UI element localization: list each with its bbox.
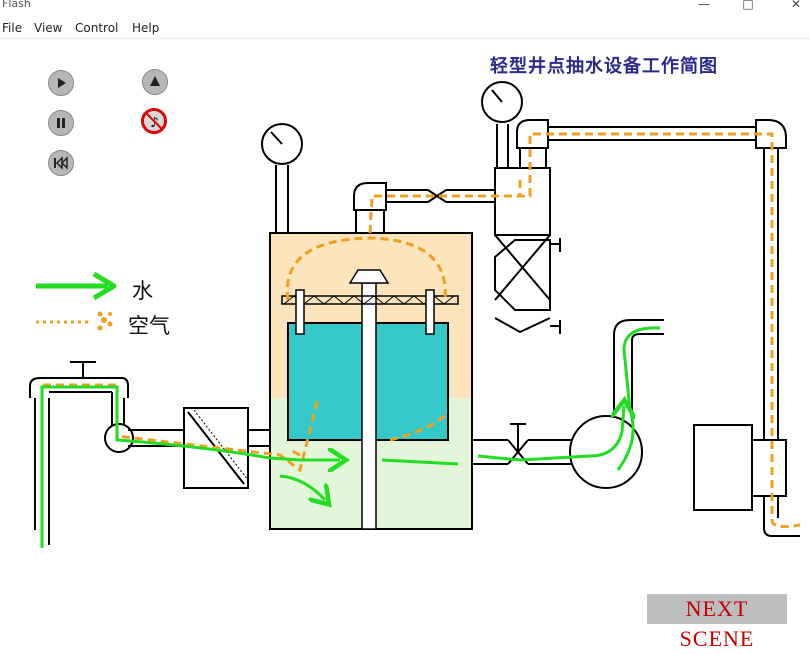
play-icon xyxy=(58,78,66,88)
float-valve xyxy=(281,269,459,530)
menu-view[interactable]: View xyxy=(34,21,63,35)
filter-box xyxy=(183,407,270,489)
sound-muted-icon: ♪ xyxy=(142,109,166,133)
pause-icon xyxy=(57,118,65,128)
water-outlet-pipe xyxy=(472,319,664,489)
water-legend-label: 水 xyxy=(132,279,153,303)
title-bar: Flash — □ ✕ xyxy=(0,0,810,16)
pause-button[interactable] xyxy=(48,110,74,136)
menu-help[interactable]: Help xyxy=(132,21,160,35)
play-button[interactable] xyxy=(48,70,74,96)
air-flow-paths xyxy=(40,132,801,540)
rewind-button[interactable] xyxy=(48,150,74,176)
air-legend-dots-icon xyxy=(36,311,113,331)
close-icon[interactable]: ✕ xyxy=(790,0,802,11)
minimize-icon[interactable]: — xyxy=(698,0,710,11)
up-arrow-icon xyxy=(150,76,160,86)
air-legend-label: 空气 xyxy=(128,314,170,338)
up-button[interactable] xyxy=(142,69,168,95)
next-scene-button[interactable]: NEXT SCENE xyxy=(647,594,787,651)
diagram-title: 轻型井点抽水设备工作简图 xyxy=(490,56,718,77)
tank-pressure-gauge-icon xyxy=(261,123,303,233)
water-flow-paths xyxy=(40,326,661,548)
window-title: Flash xyxy=(2,0,31,10)
menu-control[interactable]: Control xyxy=(75,21,119,35)
water-legend-arrow-icon xyxy=(36,271,117,301)
mute-button[interactable]: ♪ xyxy=(141,108,167,134)
vacuum-pump xyxy=(494,167,561,334)
maximize-icon[interactable]: □ xyxy=(742,0,754,11)
vacuum-pipe xyxy=(353,182,495,233)
exhaust-pipe xyxy=(516,119,800,537)
rewind-icon xyxy=(54,156,68,170)
menu-bar: File View Control Help xyxy=(0,18,810,39)
legend-graphics xyxy=(36,271,117,331)
svg-text:♪: ♪ xyxy=(150,115,159,131)
well-inlet-pipe xyxy=(29,361,184,545)
menu-file[interactable]: File xyxy=(2,21,23,35)
